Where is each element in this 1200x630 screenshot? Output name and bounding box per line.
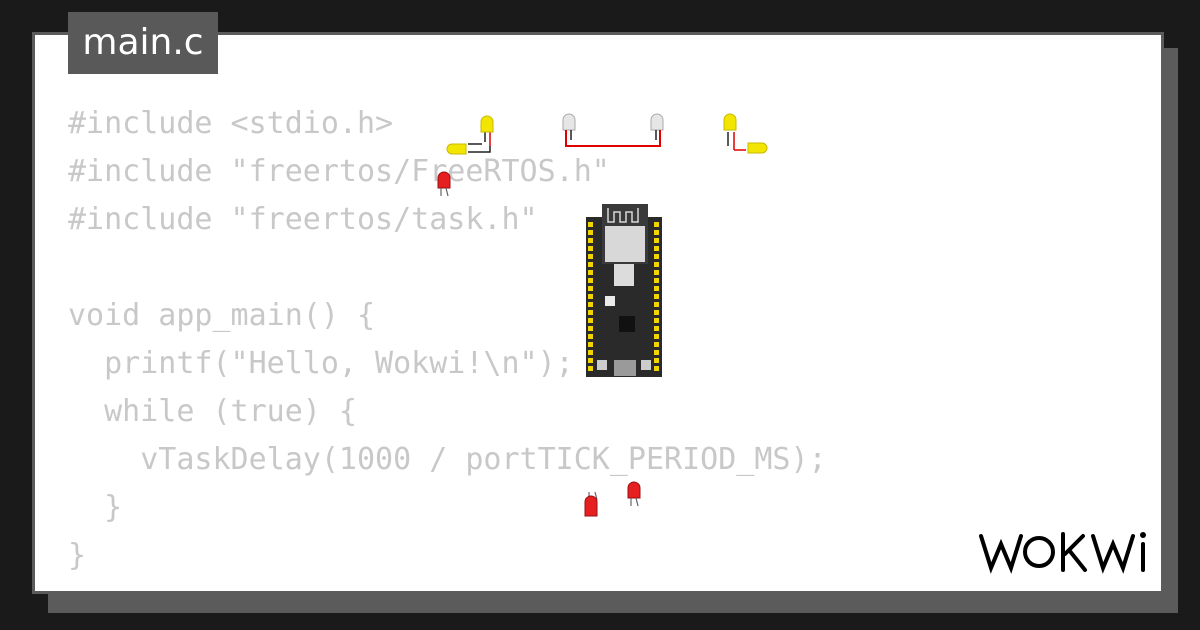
code-line: #include "freertos/FreeRTOS.h": [68, 154, 610, 189]
code-line: [68, 244, 827, 292]
file-tab[interactable]: main.c: [68, 12, 218, 74]
code-line: }: [68, 538, 87, 573]
code-line: while (true) {: [68, 394, 357, 429]
code-line: }: [68, 490, 123, 525]
code-line: printf("Hello, Wokwi!\n");: [68, 346, 574, 381]
code-editor[interactable]: #include <stdio.h> #include "freertos/Fre…: [68, 100, 827, 580]
code-line: #include <stdio.h>: [68, 106, 394, 141]
code-line: vTaskDelay(1000 / portTICK_PERIOD_MS);: [68, 442, 827, 477]
code-line: void app_main() {: [68, 298, 376, 333]
code-line: #include "freertos/task.h": [68, 202, 538, 237]
wokwi-logo: [979, 532, 1146, 574]
